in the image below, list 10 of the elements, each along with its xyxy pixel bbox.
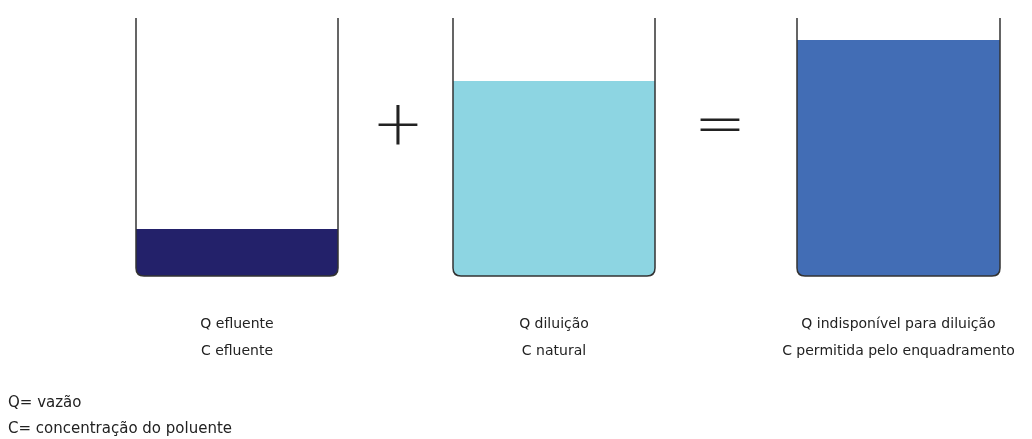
caption-text: C efluente (200, 342, 274, 358)
caption-text: C permitida pelo enquadramento (782, 342, 1015, 358)
legend-text: Q= vazão (8, 393, 82, 411)
caption-text: C natural (521, 342, 587, 358)
legend-text: C= concentração do poluente (8, 419, 233, 437)
caption-text: Q efluente (200, 315, 274, 331)
caption-text: Q indisponível para diluição (801, 315, 996, 331)
equals-sign: = (694, 92, 746, 154)
plus-sign: + (372, 92, 424, 154)
caption-text: Q diluição (519, 315, 589, 331)
